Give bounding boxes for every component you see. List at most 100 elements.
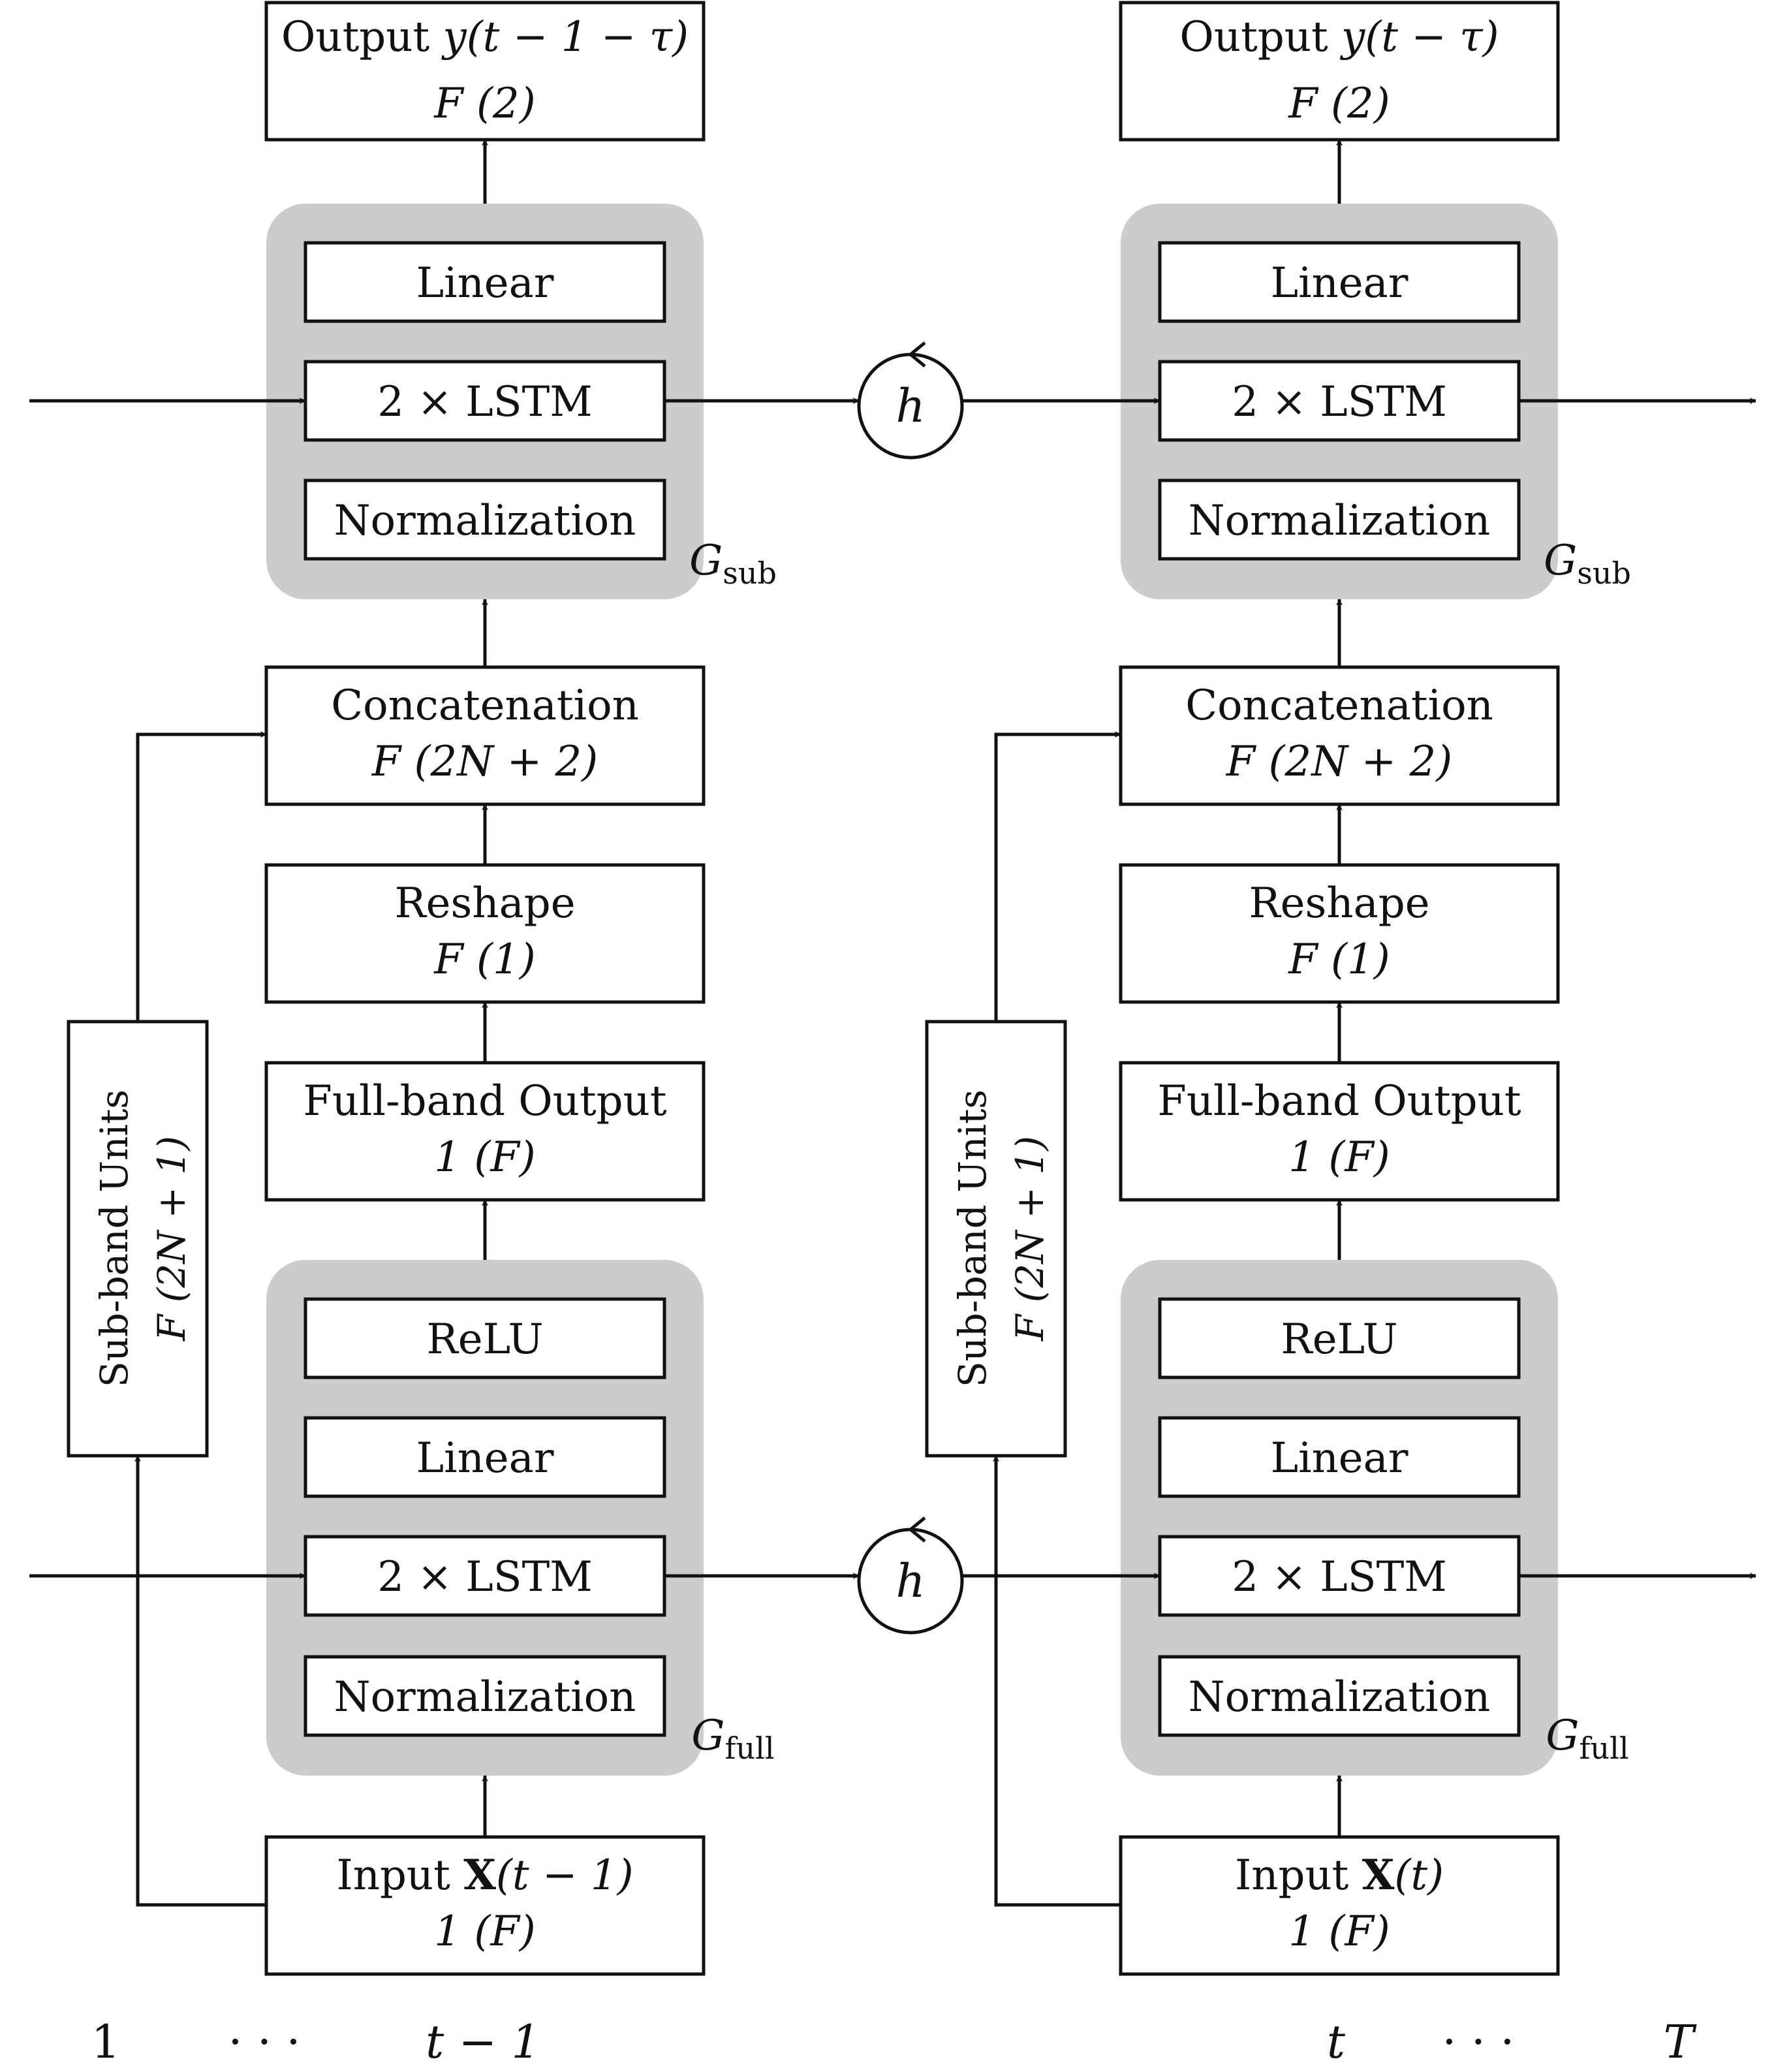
layer-label: 2 × LSTM [1232,378,1447,426]
concatenation-dimension: F (2N + 2) [371,738,598,786]
time-axis-label: · · · [1442,2015,1514,2069]
layer-lstm-box [303,360,666,442]
input-title: Input X(t) [1235,1851,1444,1900]
recurrent-loop-arrow-icon [909,1516,926,1543]
layer-label: Normalization [1189,497,1491,545]
layer-label: Normalization [1189,1673,1491,1721]
layer-label: ReLU [1281,1315,1398,1364]
output-box [264,1,706,142]
output-title: Output y(t − 1 − τ) [281,13,689,61]
reshape-label: Reshape [394,879,575,928]
fullband-output-box [264,1061,706,1202]
concatenation-dimension: F (2N + 2) [1226,738,1452,786]
subband-units-label: Sub-band Units [950,1090,995,1387]
hidden-state-label: h [895,1554,925,1608]
group-symbol: G [1546,1712,1579,1760]
layer-lstm-box [1158,1535,1521,1617]
layer-label: Normalization [334,1673,636,1721]
group-subscript: sub [723,556,777,591]
concatenation-label: Concatenation [1185,682,1493,730]
subband-units-dimension: F (2N + 1) [149,1136,194,1342]
input-title: Input X(t − 1) [336,1851,633,1900]
subband-units-box [925,1020,1067,1458]
arrow-subband-units-to-concat [136,731,267,1022]
group-subscript: full [1579,1731,1629,1766]
layer-normalization-box [303,1655,666,1737]
group-symbol: G [1544,537,1577,585]
output-label: Output [281,13,443,61]
reshape-box [1119,863,1560,1004]
group-symbol: G [689,537,723,585]
output-label: Output [1179,13,1341,61]
layer-label: ReLU [427,1315,544,1364]
fullband-output-label: Full-band Output [1157,1077,1521,1125]
fullband-output-box [1119,1061,1560,1202]
fullband-group-label: Gfull [1546,1712,1628,1766]
group-subscript: sub [1577,556,1631,591]
layer-normalization-box [1158,1655,1521,1737]
time-axis-label: · · · [228,2015,300,2069]
arrow-input-to-subband-units [993,1455,1121,1907]
layer-normalization-box [1158,479,1521,561]
reshape-box [264,863,706,1004]
subband-units-dimension: F (2N + 1) [1008,1136,1052,1342]
time-axis-label: T [1664,2015,1697,2069]
arrow-input-to-subband-units [134,1455,266,1907]
layer-label: Linear [416,259,554,307]
concatenation-box [264,665,706,806]
layer-label: Linear [1271,1434,1408,1483]
layer-lstm-box [1158,360,1521,442]
layer-label: 2 × LSTM [377,1553,593,1601]
input-symbol: X [463,1851,496,1900]
output-dimension: F (2) [433,80,535,128]
layer-normalization-box [303,479,666,561]
fullband-lstm-group [1121,1260,1558,1776]
layer-label: 2 × LSTM [1232,1553,1447,1601]
fullband-output-dimension: 1 (F) [434,1133,535,1182]
arrow-subband-units-to-concat [994,731,1121,1022]
fullband-group-label: Gfull [691,1712,774,1766]
reshape-dimension: F (1) [433,935,535,984]
layer-lstm-box [303,1535,666,1617]
input-symbol: X [1362,1851,1395,1900]
time-axis-label: t − 1 [426,2015,540,2069]
concatenation-box [1119,665,1560,806]
input-argument: (t) [1394,1851,1444,1900]
output-symbol: y(t − 1 − τ) [441,13,689,61]
layer-linear-box [303,1416,666,1498]
layer-linear-box [1158,1416,1521,1498]
group-subscript: full [725,1731,775,1766]
subband-units-box [67,1020,209,1458]
output-dimension: F (2) [1288,80,1390,128]
output-box [1119,1,1560,142]
layer-linear-box [1158,241,1521,323]
time-axis-label: 1 [91,2015,121,2069]
subband-units-label: Sub-band Units [92,1090,136,1387]
fullband-lstm-group [266,1260,704,1776]
input-label: Input [336,1851,463,1900]
fullband-output-label: Full-band Output [303,1077,666,1125]
concatenation-label: Concatenation [331,682,639,730]
subband-group-label: Gsub [689,537,777,591]
input-box [264,1835,706,1976]
group-symbol: G [691,1712,724,1760]
recurrent-loop-arrow-icon [909,341,926,368]
reshape-label: Reshape [1249,879,1429,928]
hidden-state-label: h [895,379,925,433]
layer-relu-box [1158,1297,1521,1379]
output-title: Output y(t − τ) [1179,13,1499,61]
input-argument: (t − 1) [496,1851,634,1900]
layer-linear-box [303,241,666,323]
fullband-output-dimension: 1 (F) [1288,1133,1390,1182]
layer-label: Linear [1271,259,1408,307]
subband-group-label: Gsub [1544,537,1631,591]
input-dimension: 1 (F) [1288,1907,1390,1956]
layer-label: Linear [416,1434,554,1483]
layer-label: Normalization [334,497,636,545]
reshape-dimension: F (1) [1288,935,1390,984]
input-dimension: 1 (F) [434,1907,535,1956]
output-symbol: y(t − τ) [1339,13,1499,61]
time-axis-label: t [1327,2015,1346,2069]
layer-relu-box [303,1297,666,1379]
